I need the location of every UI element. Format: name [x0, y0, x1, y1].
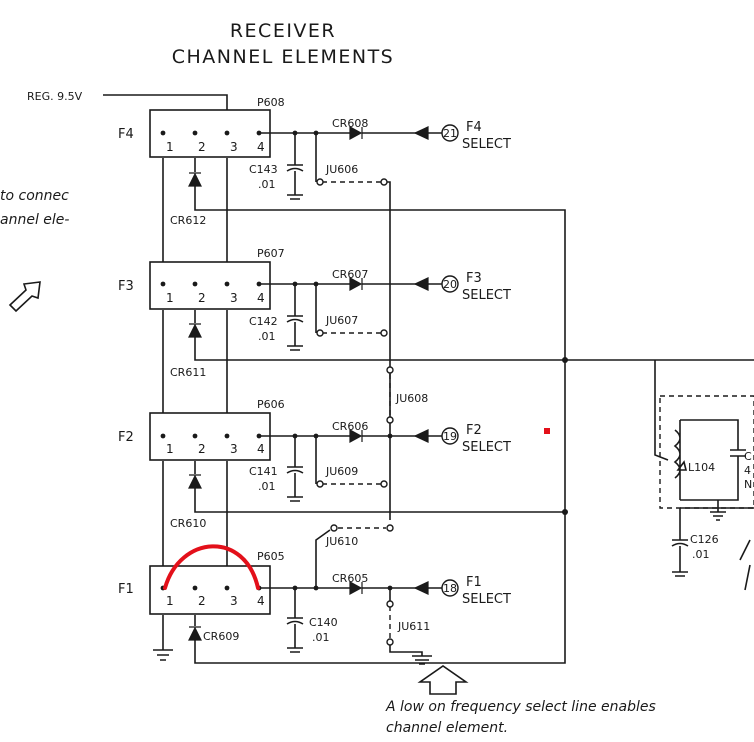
select-word-f1: SELECT: [462, 592, 511, 607]
pin-label: 2: [198, 442, 206, 456]
connector-label-p607: P607: [257, 247, 285, 260]
note-line-1: A low on frequency select line enables: [385, 699, 656, 715]
ground-symbol-pin1: [153, 649, 173, 661]
supply-label: REG. 9.5V: [27, 90, 83, 103]
diode-label-cr606: CR606: [332, 420, 368, 433]
jumper-label-ju608: JU608: [395, 392, 428, 405]
note-line-2: channel element.: [386, 720, 508, 736]
element-label-f2: F2: [118, 430, 134, 445]
red-annotation-dot: [544, 428, 550, 434]
pin2-bus-f1: [194, 512, 566, 664]
pin-label: 1: [166, 291, 174, 305]
diode-label-cr610: CR610: [170, 517, 206, 530]
diode-label-cr608: CR608: [332, 117, 368, 130]
pin-label: 3: [230, 442, 238, 456]
diode-label-cr607: CR607: [332, 268, 368, 281]
jumper-label-ju606: JU606: [325, 163, 358, 176]
select-number-18: 18: [443, 582, 457, 595]
partial-text-line-2: annel ele-: [0, 212, 69, 228]
cap-value-c140: .01: [312, 631, 330, 644]
element-label-f1: F1: [118, 582, 134, 597]
l104-feed: [654, 360, 669, 461]
pin-label: 1: [166, 140, 174, 154]
cap-value-c141: .01: [258, 480, 276, 493]
cut-label-4: 4: [744, 464, 751, 477]
cut-label-n: N: [744, 478, 752, 491]
pin2-bus-f4: [194, 158, 566, 360]
cap-label-c141: C141: [249, 465, 278, 478]
pin-label: 4: [257, 594, 265, 608]
connector-label-p605: P605: [257, 550, 285, 563]
title-line-2: CHANNEL ELEMENTS: [172, 46, 394, 68]
jumper-label-ju607: JU607: [325, 314, 358, 327]
pin-label: 4: [257, 140, 265, 154]
pin-label: 4: [257, 442, 265, 456]
partial-text-line-1: to connec: [0, 188, 69, 204]
select-name-f1: F1: [466, 575, 482, 590]
cap-label-c126: C126: [690, 533, 719, 546]
connector-label-p606: P606: [257, 398, 285, 411]
jumper-label-ju609: JU609: [325, 465, 358, 478]
pin-label: 3: [230, 140, 238, 154]
pin-label: 2: [198, 291, 206, 305]
cap-label-c140: C140: [309, 616, 338, 629]
cap-c142: [286, 284, 304, 346]
cap-value-c142: .01: [258, 330, 276, 343]
select-word-f4: SELECT: [462, 137, 511, 152]
pin-label: 3: [230, 594, 238, 608]
pin2-bus-f3: [194, 310, 754, 361]
pin-label: 1: [166, 594, 174, 608]
pin-label: 1: [166, 442, 174, 456]
diode-label-cr609: CR609: [203, 630, 239, 643]
title-line-1: RECEIVER: [230, 20, 336, 42]
cap-c143: [286, 133, 304, 195]
select-number-19: 19: [443, 430, 457, 443]
cut-label-c: C: [744, 450, 752, 463]
cap-c126: [671, 508, 689, 577]
select-name-f2: F2: [466, 423, 482, 438]
pin-label: 2: [198, 140, 206, 154]
cap-c141: [286, 436, 304, 497]
cap-value-c126: .01: [692, 548, 710, 561]
cap-label-c143: C143: [249, 163, 278, 176]
ground-symbol-ju611: [389, 645, 432, 665]
coil-label-l104: L104: [688, 461, 715, 474]
cap-c140: [286, 588, 304, 648]
diode-label-cr612: CR612: [170, 214, 206, 227]
l104-coil: [673, 420, 681, 500]
diode-label-cr605: CR605: [332, 572, 368, 585]
select-name-f3: F3: [466, 271, 482, 286]
jumper-label-ju611: JU611: [397, 620, 430, 633]
pin2-bus-f2: [194, 360, 566, 513]
jumper-label-ju610: JU610: [325, 535, 358, 548]
connector-box-p608: [149, 109, 271, 158]
connector-label-p608: P608: [257, 96, 285, 109]
red-annotation-arc: [163, 544, 260, 590]
jumper-bus-vertical: [387, 181, 391, 520]
select-number-21: 21: [443, 127, 457, 140]
diode-label-cr611: CR611: [170, 366, 206, 379]
connector-box-p607: [149, 261, 271, 310]
select-word-f2: SELECT: [462, 440, 511, 455]
cap-label-c142: C142: [249, 315, 278, 328]
pin-label: 3: [230, 291, 238, 305]
select-name-f4: F4: [466, 120, 482, 135]
pin-label: 2: [198, 594, 206, 608]
l104-shield: [659, 395, 754, 509]
cap-value-c143: .01: [258, 178, 276, 191]
up-arrow-icon: [417, 665, 469, 695]
select-word-f3: SELECT: [462, 288, 511, 303]
pin-label: 4: [257, 291, 265, 305]
element-label-f4: F4: [118, 127, 134, 142]
connector-box-p606: [149, 412, 271, 461]
hollow-arrow-icon: [8, 281, 41, 313]
element-label-f3: F3: [118, 279, 134, 294]
select-number-20: 20: [443, 278, 457, 291]
